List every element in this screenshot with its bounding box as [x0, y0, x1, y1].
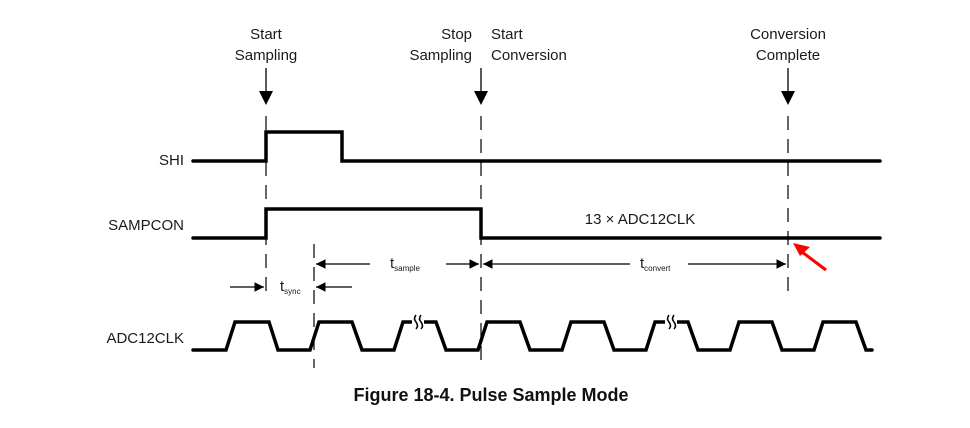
waveform-adc12clk [191, 320, 874, 352]
event-arrow-start-sampling [259, 68, 273, 105]
event-conversion-complete-line1: Conversion [750, 26, 826, 43]
signal-label-adc12clk: ADC12CLK [106, 330, 184, 347]
event-stop-sampling-line1: Stop [441, 26, 472, 43]
conversion-cycles-label: 13 × ADC12CLK [585, 211, 696, 228]
event-arrow-conversion-complete [781, 68, 795, 105]
t-sample-label: tsample [390, 255, 421, 273]
event-start-sampling-line1: Start [250, 26, 283, 43]
figure-caption: Figure 18-4. Pulse Sample Mode [353, 385, 628, 405]
signal-label-sampcon: SAMPCON [108, 217, 184, 234]
event-conversion-complete-line2: Complete [756, 47, 820, 64]
waveform-shi [191, 130, 882, 163]
t-convert-label: tconvert [640, 255, 671, 273]
signal-label-shi: SHI [159, 152, 184, 169]
clock-break-icon-2 [665, 314, 677, 330]
waveform-sampcon [191, 207, 882, 240]
clock-break-icon-1 [412, 314, 424, 330]
event-arrow-stop-sampling [474, 68, 488, 105]
event-start-conversion-line2: Conversion [491, 47, 567, 64]
event-stop-sampling-line2: Sampling [409, 47, 472, 64]
highlight-arrow-icon [793, 243, 827, 272]
t-sync-label: tsync [280, 278, 301, 296]
event-start-conversion-line1: Start [491, 26, 524, 43]
event-start-sampling-line2: Sampling [235, 47, 298, 64]
